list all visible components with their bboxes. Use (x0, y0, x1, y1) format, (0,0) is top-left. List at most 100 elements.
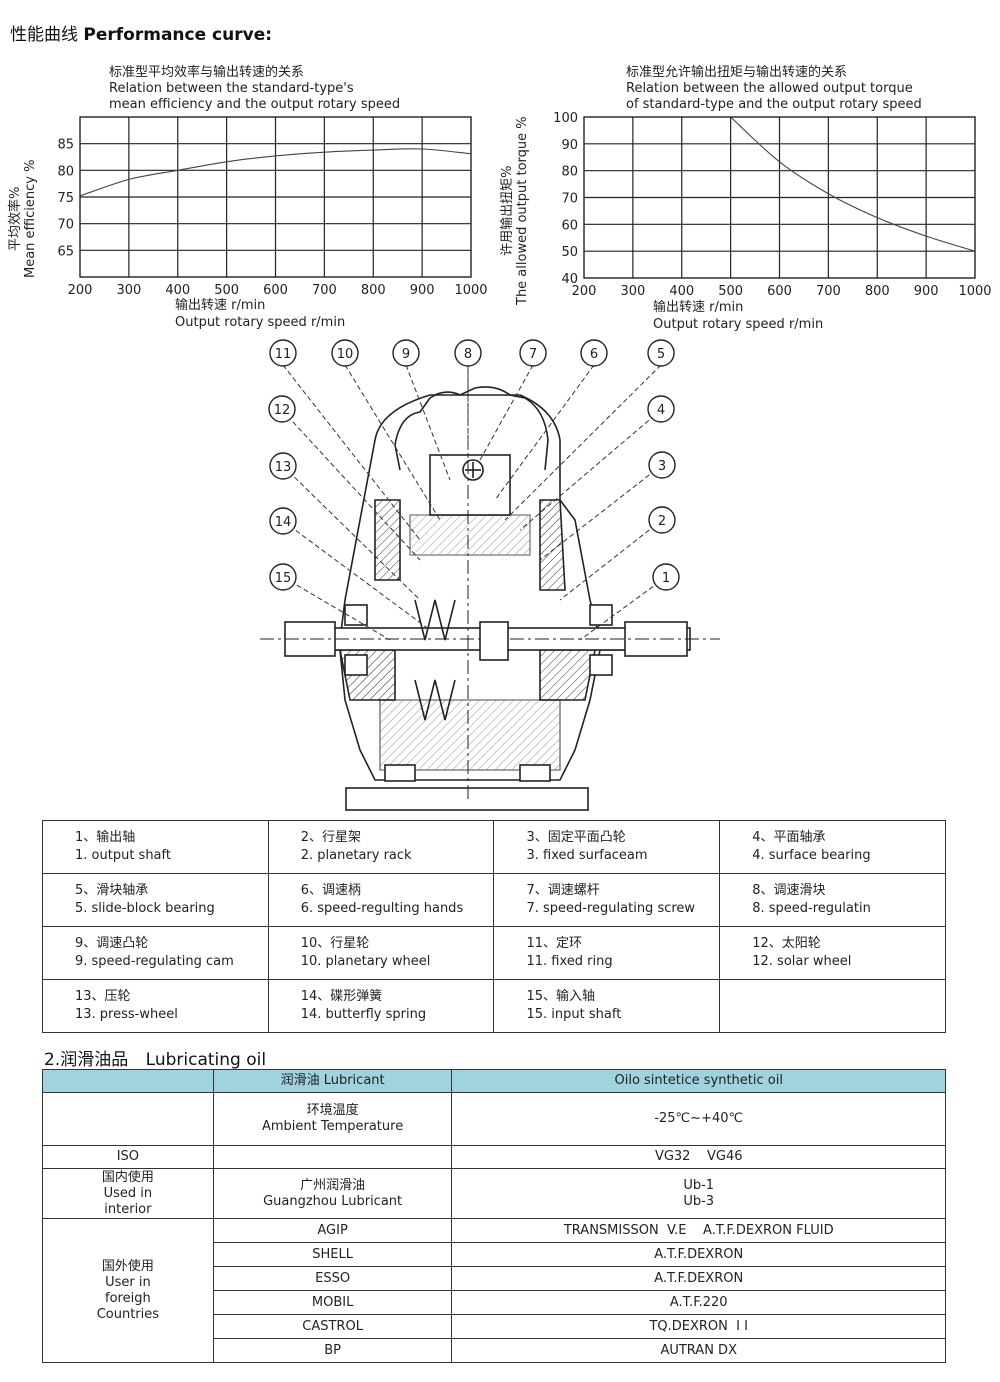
x-tick-label: 300 (620, 284, 645, 299)
oil-gz-en: Guangzhou Lubricant (263, 1193, 403, 1209)
section2-title-en: Lubricating oil (145, 1050, 267, 1070)
y-tick-label: 75 (57, 191, 74, 206)
part-name-zh: 5、滑块轴承 (75, 883, 149, 898)
oil-interior-en1: Used in (103, 1185, 153, 1201)
y-tick-label: 80 (57, 164, 74, 179)
part-cell (719, 979, 946, 1033)
right-chart-xlabel: 输出转速 r/min Output rotary speed r/min (653, 299, 823, 333)
oil-brand-name: AGIP (212, 1218, 453, 1243)
right-chart-title-en1: Relation between the allowed output torq… (626, 81, 913, 96)
y-tick-label: 90 (561, 138, 578, 153)
callout-circle (652, 563, 680, 591)
part-name-en: 4. surface bearing (752, 848, 871, 863)
part-name-en: 11. fixed ring (526, 954, 613, 969)
right-xlabel-zh: 输出转速 r/min (653, 300, 744, 315)
part-name-en: 7. speed-regulating screw (526, 901, 696, 916)
x-tick-label: 1000 (958, 284, 991, 299)
part-name-zh: 3、固定平面凸轮 (526, 830, 626, 845)
chart-series-line (730, 116, 976, 252)
callout-circle (268, 395, 296, 423)
oil-brand-name: SHELL (212, 1242, 453, 1267)
oil-brand-value: A.T.F.DEXRON (451, 1266, 946, 1291)
lubricating-oil-table: 润滑油 Lubricant Oilo sintetice synthetic o… (42, 1069, 946, 1363)
part-name-zh: 1、输出轴 (75, 830, 136, 845)
x-tick-label: 200 (572, 284, 597, 299)
oil-interior-en2: interior (104, 1201, 152, 1217)
callout-label: 14 (275, 515, 292, 530)
part-name-en: 13. press-wheel (75, 1007, 178, 1022)
left-chart-title-en1: Relation between the standard-type's (109, 81, 354, 96)
part-cell: 11、定环 11. fixed ring (493, 926, 721, 980)
oil-brand-name: BP (212, 1338, 453, 1363)
part-name-zh: 7、调速螺杆 (526, 883, 600, 898)
y-tick-label: 70 (561, 192, 578, 207)
oil-table-header-row: 润滑油 Lubricant Oilo sintetice synthetic o… (42, 1069, 946, 1093)
section-title-zh: 性能曲线 (10, 25, 78, 45)
oil-brand-value: A.T.F.DEXRON (451, 1242, 946, 1267)
callout-circle (269, 563, 297, 591)
section2-title-zh: 2.润滑油品 (44, 1050, 129, 1070)
x-tick-label: 800 (361, 283, 386, 298)
oil-row-iso: ISO VG32 VG46 (42, 1145, 946, 1169)
part-name-zh: 6、调速柄 (300, 883, 362, 898)
oil-gz-zh: 广州润滑油 (300, 1177, 366, 1193)
part-name-en: 12. solar wheel (752, 954, 852, 969)
y-tick-label: 40 (561, 272, 578, 287)
x-tick-label: 1000 (454, 283, 487, 298)
part-cell: 8、调速滑块 8. speed-regulatin (719, 873, 946, 927)
left-xlabel-en: Output rotary speed r/min (175, 315, 346, 330)
oil-gz-v2: Ub-3 (683, 1193, 715, 1209)
part-name-zh: 8、调速滑块 (752, 883, 826, 898)
oil-foreign-en1: User in (105, 1274, 151, 1290)
right-xlabel-en: Output rotary speed r/min (653, 317, 824, 332)
part-name-zh: 14、碟形弹簧 (300, 989, 383, 1004)
part-name-zh: 10、行星轮 (300, 936, 370, 951)
x-tick-label: 600 (263, 283, 288, 298)
callout-label: 9 (402, 347, 410, 362)
part-name-zh: 4、平面轴承 (752, 830, 826, 845)
drawing-outline (260, 360, 720, 811)
y-tick-label: 100 (553, 111, 578, 126)
drawing-base (345, 787, 589, 811)
part-name-zh: 11、定环 (526, 936, 583, 951)
oil-header-blank (42, 1069, 214, 1093)
callout-circle (648, 506, 676, 534)
x-tick-label: 500 (718, 284, 743, 299)
callout-label: 8 (464, 347, 472, 362)
y-tick-label: 85 (57, 138, 74, 153)
oil-brand-name: CASTROL (212, 1314, 453, 1339)
oil-brand-value: TRANSMISSON V.E A.T.F.DEXRON FLUID (451, 1218, 946, 1243)
callout-circle (331, 339, 359, 367)
callout-circle (392, 339, 420, 367)
oil-ambient-en: Ambient Temperature (261, 1119, 404, 1134)
oil-header-lubricant: 润滑油 Lubricant (212, 1069, 453, 1093)
right-chart-title: 标准型允许输出扭矩与输出转速的关系 Relation between the a… (626, 65, 922, 113)
left-chart-title: 标准型平均效率与输出转速的关系 Relation between the sta… (109, 65, 400, 113)
oil-foreign-en2: foreigh (105, 1290, 151, 1306)
oil-header-synthetic: Oilo sintetice synthetic oil (451, 1069, 946, 1093)
x-tick-label: 800 (865, 284, 890, 299)
part-name-en: 2. planetary rack (300, 848, 412, 863)
callout-label: 3 (658, 459, 666, 474)
x-tick-label: 700 (312, 283, 337, 298)
part-name-zh: 9、调速凸轮 (75, 936, 149, 951)
part-name-en: 8. speed-regulatin (752, 901, 871, 916)
section-title-lubricating-oil: 2.润滑油品 Lubricating oil (44, 1045, 266, 1070)
right-chart-title-zh: 标准型允许输出扭矩与输出转速的关系 (626, 65, 848, 80)
x-tick-label: 400 (165, 283, 190, 298)
